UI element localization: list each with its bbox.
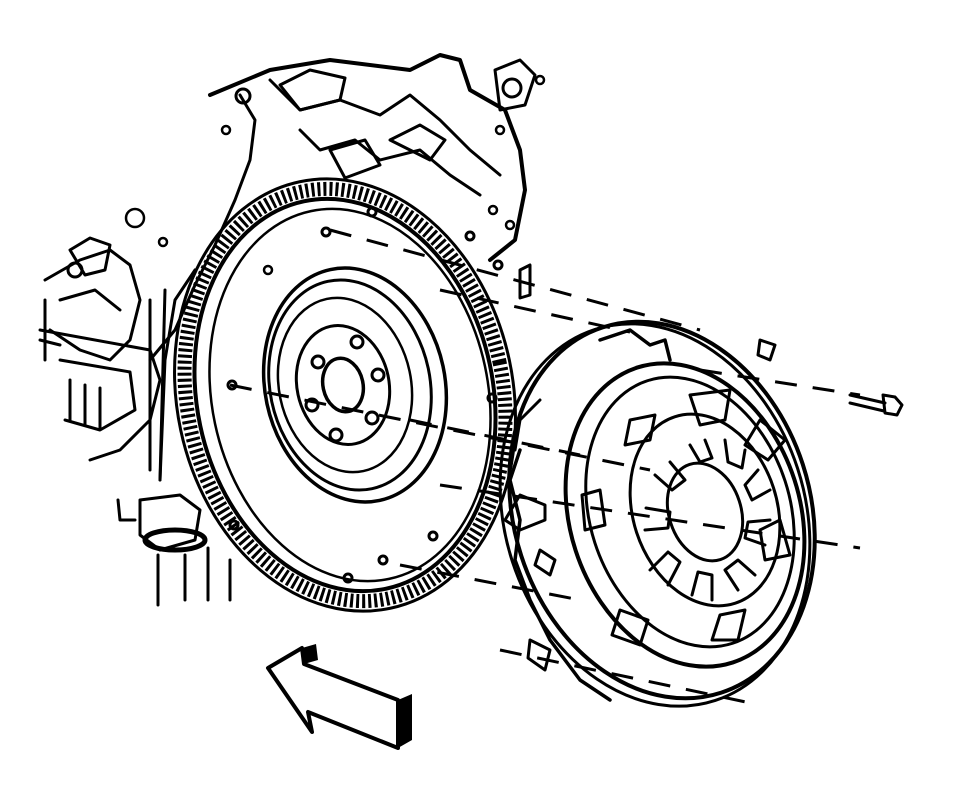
flywheel-bolt-holes <box>304 334 386 443</box>
bolt <box>848 393 904 417</box>
pressure-plate <box>498 319 817 708</box>
engine-block <box>38 53 546 607</box>
diaphragm-fingers <box>643 438 772 602</box>
flywheel <box>173 177 532 613</box>
flywheel-ring-gear <box>177 181 513 609</box>
hollow-arrow-icon <box>266 644 412 750</box>
alignment-lines <box>229 228 861 707</box>
